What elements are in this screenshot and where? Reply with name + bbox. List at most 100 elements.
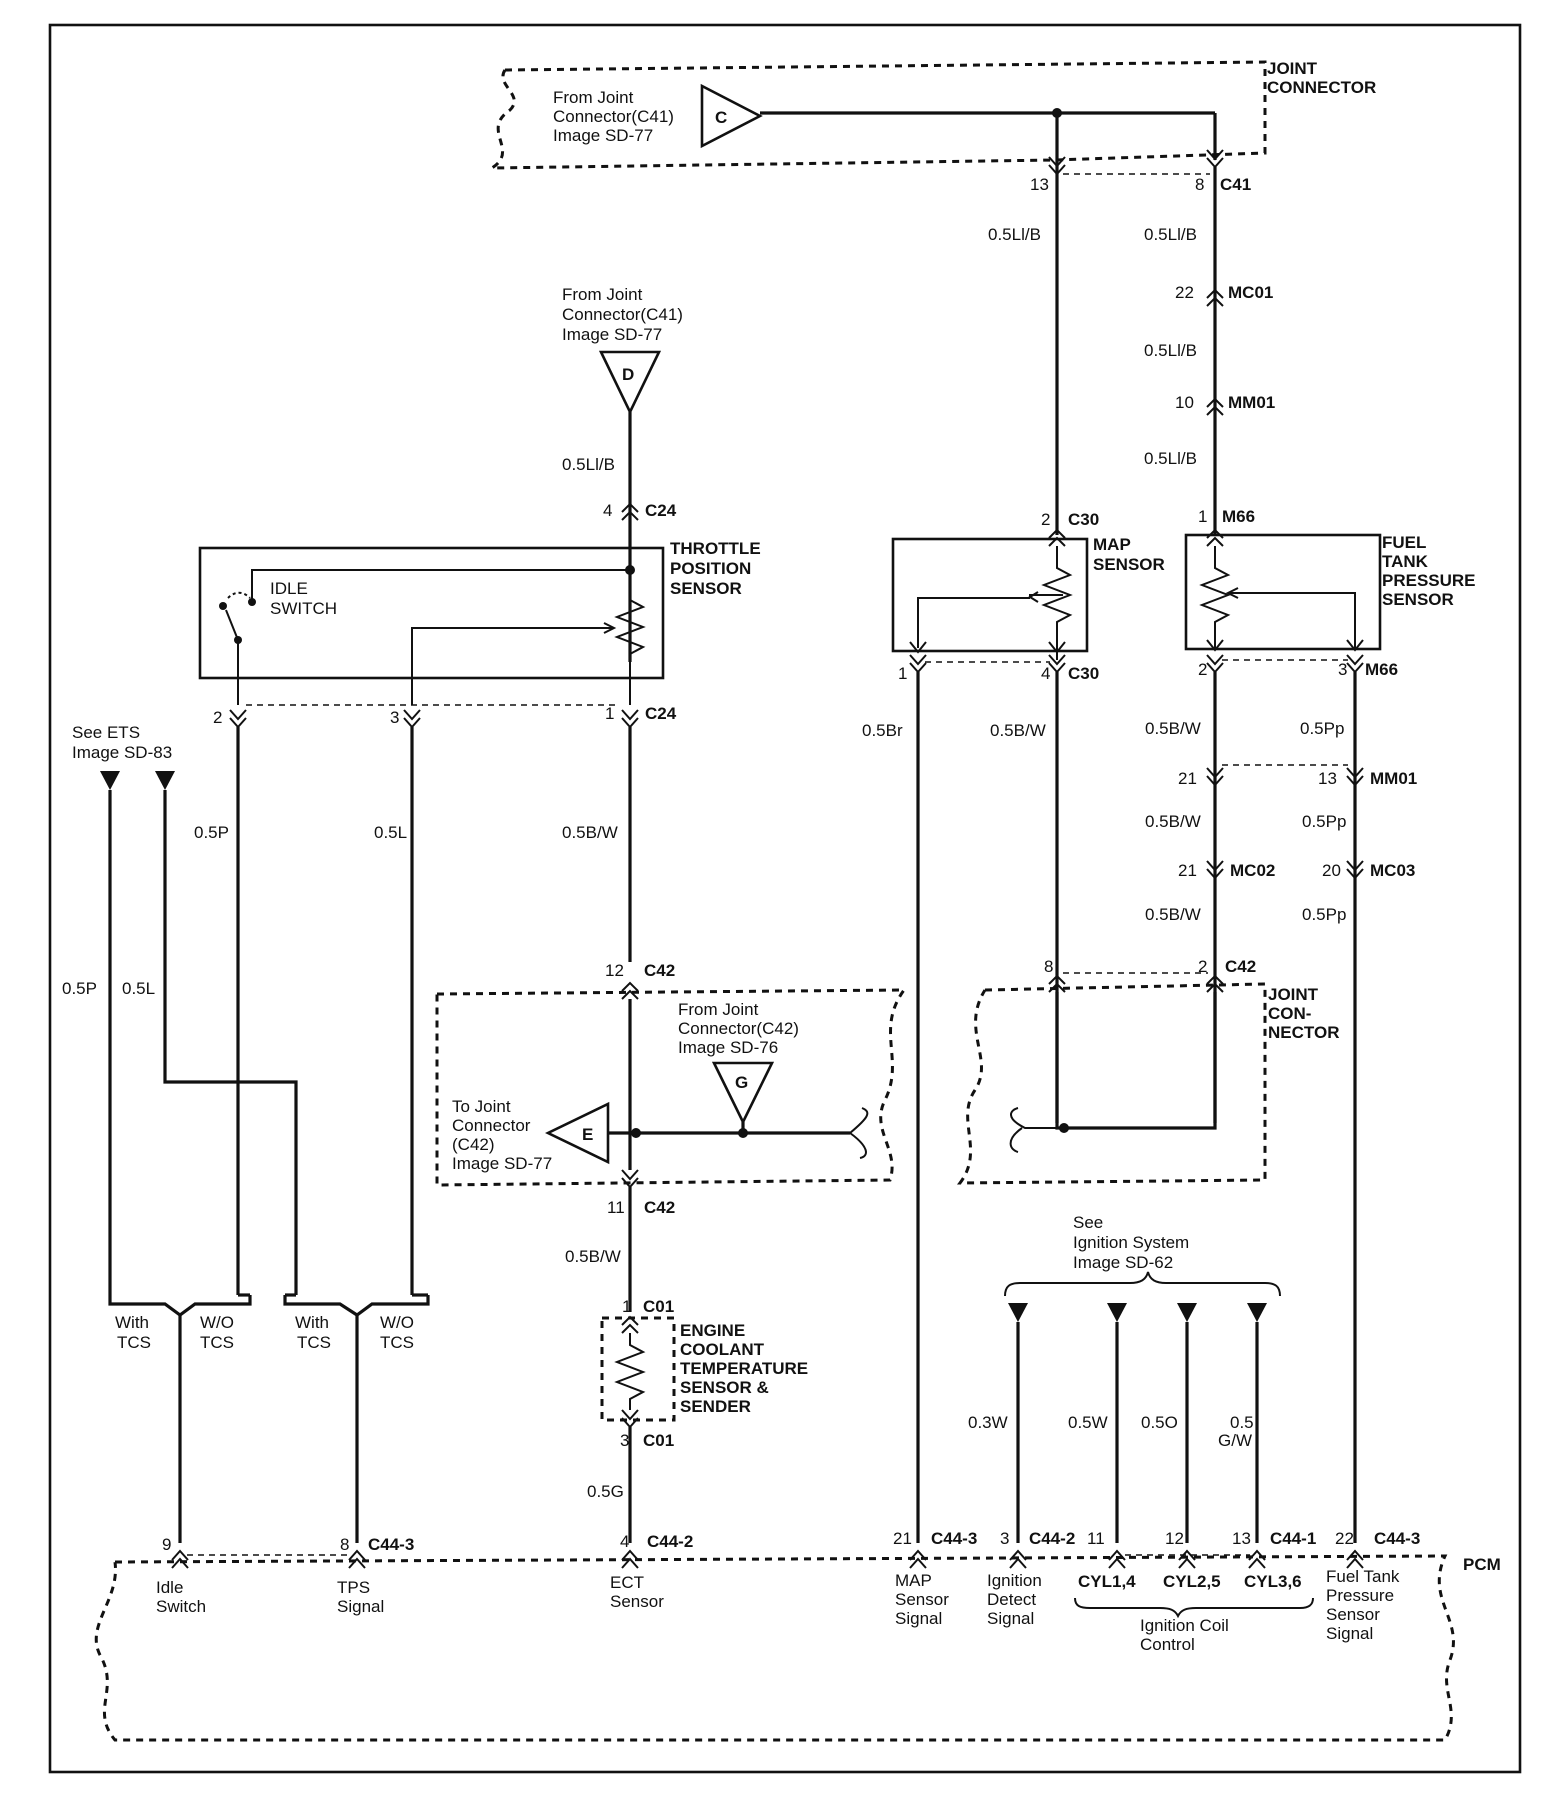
wire-gw-1: 0.5 [1230, 1413, 1254, 1432]
pcm-fuel-1: Fuel Tank [1326, 1567, 1400, 1586]
from-joint-g-line1: From Joint [678, 1000, 759, 1019]
tps-title-3: SENSOR [670, 579, 742, 598]
pcm-idle-2: Switch [156, 1597, 206, 1616]
map-sensor-box [891, 537, 1089, 653]
c42-pin2: 2 [1198, 957, 1207, 976]
pcm-c442-a: C44-2 [647, 1532, 693, 1551]
pcm-label: PCM [1463, 1555, 1501, 1574]
pcm-fuel-3: Sensor [1326, 1605, 1380, 1624]
mc01-pin: 22 [1175, 283, 1194, 302]
wire-gw-2: G/W [1218, 1431, 1252, 1450]
pcm-ect-1: ECT [610, 1573, 644, 1592]
ect-sensor-circuit: 0.5B/W 1 C01 ENGINE COOLANT TEMPERATURE … [565, 1187, 808, 1543]
idle-switch-label-1: IDLE [270, 579, 308, 598]
joint-con-title-1: JOINT [1268, 985, 1319, 1004]
with-tcs-1a: With [115, 1313, 149, 1332]
ignition-circuit: See Ignition System Image SD-62 0.3W 0.5… [968, 1213, 1281, 1543]
c24-bottom-label: C24 [645, 704, 677, 723]
pcm-fuel-4: Signal [1326, 1624, 1373, 1643]
joint-connector-c41-top: JOINT CONNECTOR From Joint Connector(C41… [486, 59, 1376, 175]
joint-connector-title-1: JOINT [1267, 59, 1318, 78]
pcm-cyl25-pin: 12 [1165, 1529, 1184, 1548]
wire-bw-f2: 0.5B/W [1145, 812, 1201, 831]
mc02-label: MC02 [1230, 861, 1275, 880]
pcm-c443-a: C44-3 [368, 1535, 414, 1554]
mm01-pin: 10 [1175, 393, 1194, 412]
from-joint-d-line2: Connector(C41) [562, 305, 683, 324]
ect-title-1: ENGINE [680, 1321, 745, 1340]
ets-ref-line2: Image SD-83 [72, 743, 172, 762]
from-joint-d-line3: Image SD-77 [562, 325, 662, 344]
wire-pp-1: 0.5Pp [1300, 719, 1344, 738]
joint-triangle-d-icon [598, 350, 662, 415]
wire-bw-f1: 0.5B/W [1145, 719, 1201, 738]
c41-pin8: 8 [1195, 175, 1204, 194]
ect-title-2: COOLANT [680, 1340, 765, 1359]
c01-pin1: 1 [622, 1297, 631, 1316]
tps-resistor-icon [614, 599, 646, 705]
pcm-map-2: Sensor [895, 1590, 949, 1609]
pcm-map-1: MAP [895, 1571, 932, 1590]
c42-top-label: C42 [644, 961, 675, 980]
pcm-ign-1: Ignition [987, 1571, 1042, 1590]
c24-pin1: 1 [605, 704, 614, 723]
pcm-c443-b: C44-3 [931, 1529, 977, 1548]
to-joint-e-line3: (C42) [452, 1135, 495, 1154]
m66-pin3: 3 [1338, 660, 1347, 679]
joint-letter-e: E [582, 1125, 593, 1144]
wo-tcs-1a: W/O [200, 1313, 234, 1332]
c01-pin3: 3 [620, 1431, 629, 1450]
ect-title-5: SENDER [680, 1397, 751, 1416]
ign-ref-line2: Ignition System [1073, 1233, 1189, 1252]
mc02-pin: 21 [1178, 861, 1197, 880]
wire-pp-3: 0.5Pp [1302, 905, 1346, 924]
from-joint-g-line2: Connector(C42) [678, 1019, 799, 1038]
mm01-pin13: 13 [1318, 769, 1337, 788]
pcm-ign-pin: 3 [1000, 1529, 1009, 1548]
m66-top-label: M66 [1222, 507, 1255, 526]
from-joint-d-line1: From Joint [562, 285, 643, 304]
pcm-cyl14-pin: 11 [1087, 1529, 1105, 1548]
c24-pin4: 4 [603, 501, 612, 520]
pcm-module: PCM 9 Idle Switch 8 C44-3 TPS Signal 4 C… [94, 1529, 1501, 1742]
joint-letter-c: C [715, 108, 727, 127]
c42-pin12: 12 [605, 961, 624, 980]
c30-pin1: 1 [898, 664, 907, 683]
wire-05o: 0.5O [1141, 1413, 1178, 1432]
joint-triangle-g-icon [711, 1061, 775, 1125]
pcm-cyl36-pin: 13 [1232, 1529, 1251, 1548]
pcm-coil-1: Ignition Coil [1140, 1616, 1229, 1635]
m66-bottom-label: M66 [1365, 660, 1398, 679]
ect-sensor-box [600, 1316, 676, 1422]
fuel-title-2: TANK [1382, 552, 1429, 571]
tps-box [198, 546, 665, 680]
pcm-tps-2: Signal [337, 1597, 384, 1616]
pcm-c443-c: C44-3 [1374, 1529, 1420, 1548]
c41-label: C41 [1220, 175, 1251, 194]
pcm-ect-pin: 4 [620, 1532, 629, 1551]
from-joint-c-line3: Image SD-77 [553, 126, 653, 145]
c01-bottom-label: C01 [643, 1431, 674, 1450]
pcm-idle-1: Idle [156, 1578, 183, 1597]
wire-l-ets: 0.5L [122, 979, 155, 998]
wire-lb-f2: 0.5Ll/B [1144, 341, 1197, 360]
joint-connector-c42-right: 8 2 C42 JOINT CON- NECTOR [956, 957, 1339, 1185]
ign-ref-line3: Image SD-62 [1073, 1253, 1173, 1272]
pcm-tps-1: TPS [337, 1578, 370, 1597]
wire-bw-map: 0.5B/W [990, 721, 1046, 740]
wo-tcs-2b: TCS [380, 1333, 414, 1352]
mm01-pin21: 21 [1178, 769, 1197, 788]
wire-bw-f3: 0.5B/W [1145, 905, 1201, 924]
ect-resistor-icon [614, 1333, 646, 1410]
ect-title-3: TEMPERATURE [680, 1359, 808, 1378]
pcm-fuel-pin: 22 [1335, 1529, 1354, 1548]
c24-top-label: C24 [645, 501, 677, 520]
joint-con-title-3: NECTOR [1268, 1023, 1339, 1042]
diagram-frame [48, 23, 1522, 1774]
c24-pin2: 2 [213, 708, 222, 727]
wire-l-tps: 0.5L [374, 823, 407, 842]
pcm-cyl25: CYL2,5 [1163, 1572, 1221, 1591]
wo-tcs-1b: TCS [200, 1333, 234, 1352]
pcm-ign-3: Signal [987, 1609, 1034, 1628]
